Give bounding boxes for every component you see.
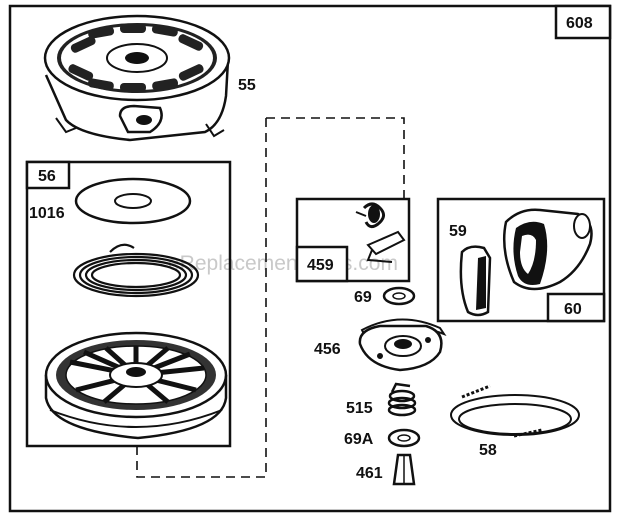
label-spring-515: 515 [346,400,373,417]
label-washer-69: 69 [354,289,372,306]
spring-kit-tag [295,245,349,283]
watermark: eReplacementParts.com [168,252,398,275]
pawl-plate [358,318,447,372]
label-washer-1016: 1016 [29,205,65,222]
handle-kit-tag [546,292,606,323]
handle-kit-box [436,197,606,323]
pulley [44,331,228,440]
washer-69 [382,286,416,306]
starter-rope [450,384,580,438]
label-pin-461: 461 [356,465,383,482]
recoil-assembly-box [25,160,232,448]
recoil-assembly-number: 56 [38,168,56,185]
label-pawl-plate: 456 [314,341,341,358]
pin-461 [392,453,416,486]
starter-handle [503,208,593,291]
small-spring [355,202,385,229]
label-handle-insert: 59 [449,223,467,240]
label-washer-69a: 69A [344,431,374,448]
washer-69a [387,428,421,448]
group-number-box [554,4,612,40]
retainer-clip [366,230,406,263]
washer-1016 [74,177,192,225]
diagram-frame [8,4,612,513]
spring-515 [387,382,417,417]
dashed-connector [136,117,405,478]
label-rope: 58 [479,442,497,459]
label-housing: 55 [238,77,256,94]
handle-insert [459,245,492,317]
handle-kit-number: 60 [564,301,582,318]
spring-kit-box [295,197,411,283]
recoil-assembly-tag [25,160,71,190]
recoil-spring [72,243,200,298]
group-number: 608 [566,15,593,32]
spring-kit-number: 459 [307,257,334,274]
starter-housing [43,14,231,142]
